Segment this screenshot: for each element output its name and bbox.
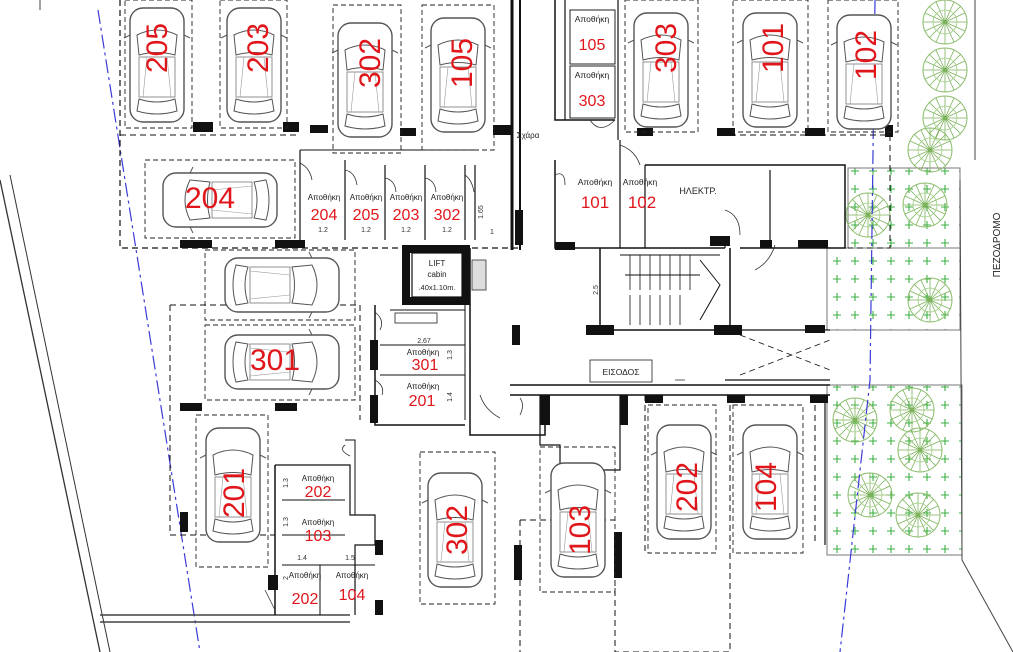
lift-label: .40x1.10m. bbox=[418, 283, 455, 292]
dim-1-4: 1.4 bbox=[447, 392, 454, 402]
storage-201: 201 bbox=[409, 393, 436, 410]
dim-1-3: 1.3 bbox=[283, 517, 290, 527]
storage-label: Αποθήκη bbox=[289, 571, 322, 580]
storage-label: Αποθήκη bbox=[350, 193, 383, 202]
dim-1-5: 1.5 bbox=[345, 555, 355, 562]
storage-301: 301 bbox=[412, 357, 439, 374]
lift-label: cabin bbox=[427, 270, 446, 279]
dim-1: 1 bbox=[490, 229, 494, 236]
storage-label: Αποθήκη bbox=[431, 193, 464, 202]
storage-label: Αποθήκη bbox=[575, 70, 610, 80]
dimension-labels: 1.2 1.2 1.2 1.2 1.65 1 2.5 2.67 1.3 1.4 … bbox=[283, 205, 600, 580]
storage-202-b: 202 bbox=[292, 591, 319, 608]
storage-label: Αποθήκη bbox=[407, 382, 440, 391]
parking-302-b: 302 bbox=[441, 505, 474, 555]
columns bbox=[180, 122, 893, 615]
parking-102: 102 bbox=[850, 30, 883, 80]
dim-1-65: 1.65 bbox=[478, 205, 485, 219]
misc-labels: ΕΙΣΟΔΟΣ ΠΕΖΟΔΡΟΜΟ Σχάρα bbox=[394, 131, 1003, 383]
grate-label: Σχάρα bbox=[517, 131, 540, 140]
parking-303: 303 bbox=[650, 23, 683, 73]
storage-102: 102 bbox=[628, 193, 656, 212]
walls bbox=[119, 0, 891, 652]
storage-105: 105 bbox=[579, 37, 606, 54]
parking-numbers: 205 203 302 105 303 101 102 204 301 201 … bbox=[141, 23, 883, 555]
storage-202: 202 bbox=[305, 484, 332, 501]
dim-2-67: 2.67 bbox=[417, 338, 431, 345]
parking-201: 201 bbox=[218, 468, 251, 518]
dim-1-3: 1.3 bbox=[283, 478, 290, 488]
storage-103: 103 bbox=[305, 528, 332, 545]
parking-203: 203 bbox=[242, 23, 275, 73]
parking-104: 104 bbox=[750, 462, 783, 512]
garden-areas bbox=[826, 0, 968, 556]
storage-label: Αποθήκη bbox=[308, 193, 341, 202]
lift: LIFT cabin .40x1.10m. bbox=[411, 252, 487, 298]
parking-101: 101 bbox=[757, 23, 790, 73]
dim-1-2: 1.2 bbox=[401, 227, 411, 234]
dim-2-5: 2.5 bbox=[593, 285, 600, 295]
storage-label: Αποθήκη bbox=[575, 14, 610, 24]
storage-101: 101 bbox=[581, 193, 609, 212]
dim-1-2: 1.2 bbox=[361, 227, 371, 234]
dim-2: 2 bbox=[283, 576, 290, 580]
storage-label: Αποθήκη bbox=[407, 348, 440, 357]
storage-label: Αποθήκη bbox=[302, 518, 335, 527]
dim-1-4: 1.4 bbox=[297, 555, 307, 562]
parking-105: 105 bbox=[446, 38, 479, 88]
dim-1-2: 1.2 bbox=[442, 227, 452, 234]
parking-301: 301 bbox=[250, 344, 300, 377]
sidewalk-label: ΠΕΖΟΔΡΟΜΟ bbox=[992, 212, 1003, 277]
parking-204: 204 bbox=[185, 182, 235, 215]
dim-1-3: 1.3 bbox=[447, 350, 454, 360]
lift-label: LIFT bbox=[429, 259, 446, 268]
dim-1-2: 1.2 bbox=[318, 227, 328, 234]
storage-label: Αποθήκη bbox=[336, 571, 369, 580]
storage-label: Αποθήκη bbox=[578, 177, 613, 187]
storage-label: Αποθήκη bbox=[390, 193, 423, 202]
parking-103: 103 bbox=[564, 505, 597, 555]
electrical-room-label: ΗΛΕΚΤΡ. bbox=[679, 186, 716, 196]
storage-203: 203 bbox=[393, 207, 420, 224]
storage-204: 204 bbox=[311, 207, 338, 224]
parking-205: 205 bbox=[141, 23, 174, 73]
parking-202: 202 bbox=[671, 462, 704, 512]
storage-303: 303 bbox=[579, 93, 606, 110]
storage-104: 104 bbox=[339, 587, 366, 604]
storage-label: Αποθήκη bbox=[302, 474, 335, 483]
bay-outlines bbox=[124, 0, 899, 605]
storage-302: 302 bbox=[434, 207, 461, 224]
storage-label: Αποθήκη bbox=[623, 177, 658, 187]
storage-205: 205 bbox=[353, 207, 380, 224]
entrance-label: ΕΙΣΟΔΟΣ bbox=[602, 367, 639, 377]
storage-labels: Αποθήκη 105 Αποθήκη 303 Αποθήκη 101 Αποθ… bbox=[289, 9, 717, 608]
parking-302: 302 bbox=[354, 38, 387, 88]
